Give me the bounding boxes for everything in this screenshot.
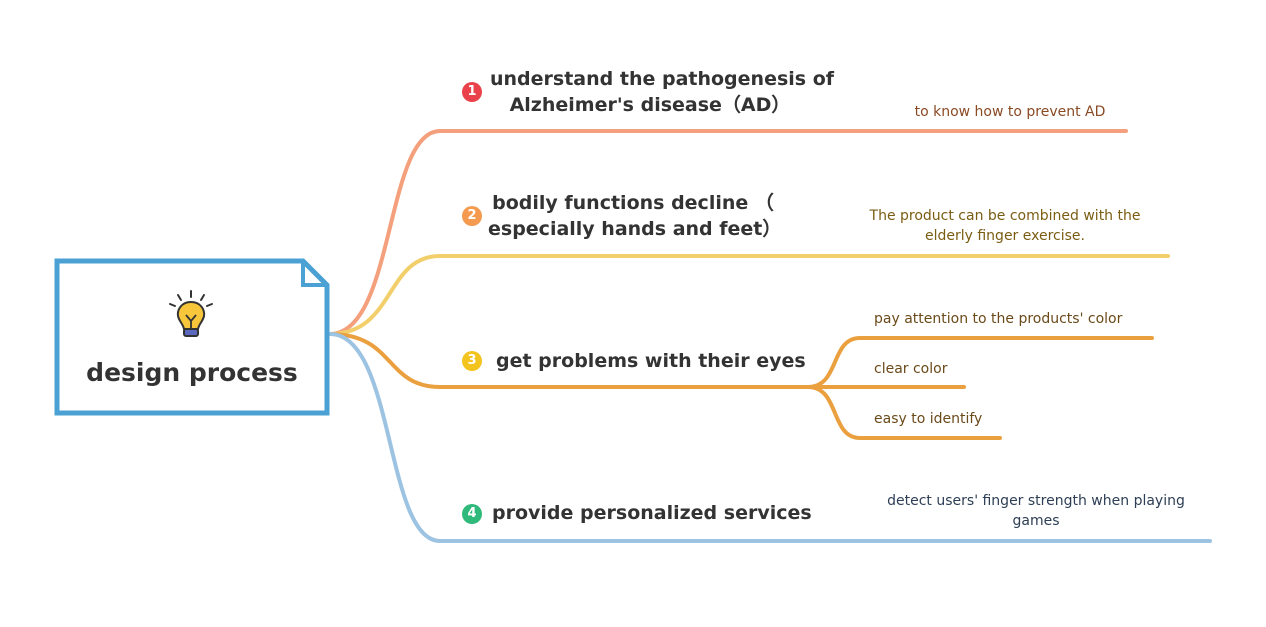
subtopic-line-1: detect users' finger strength when playi… (887, 493, 1185, 509)
branch-3-line (328, 332, 812, 389)
root-label: design process (86, 358, 298, 387)
branch-4-line (328, 332, 1212, 543)
topic-3-subtopic-3[interactable]: easy to identify (874, 409, 982, 429)
branch-2-line (328, 254, 1170, 336)
branch-3-sub-1-line (806, 336, 1154, 389)
topic-3-subtopic-2[interactable]: clear color (874, 359, 947, 379)
subtopic-line-2: elderly finger exercise. (924, 228, 1085, 244)
topic-1-subtopic-1[interactable]: to know how to prevent AD (890, 102, 1130, 122)
topic-3-subtopic-1[interactable]: pay attention to the products' color (874, 309, 1122, 329)
priority-1-icon: 1 (462, 82, 482, 102)
topic-3[interactable]: get problems with their eyes (496, 348, 806, 374)
branch-1-line (328, 129, 1128, 336)
priority-2-icon: 2 (462, 206, 482, 226)
priority-4-icon: 4 (462, 504, 482, 524)
topic-2-subtopic-1[interactable]: The product can be combined with the eld… (845, 206, 1165, 246)
topic-4-label: provide personalized services (492, 502, 812, 524)
topic-3-label: get problems with their eyes (496, 350, 806, 372)
topic-2-line-2: especially hands and feet） (488, 218, 782, 240)
subtopic-text: clear color (874, 361, 948, 377)
topic-4[interactable]: provide personalized services (492, 500, 812, 526)
topic-1[interactable]: understand the pathogenesis of Alzheimer… (490, 66, 835, 118)
topic-1-line-1: understand the pathogenesis of (490, 68, 835, 90)
subtopic-line-2: games (1012, 513, 1060, 529)
topic-1-line-2: Alzheimer's disease（AD） (509, 94, 791, 116)
topic-4-subtopic-1[interactable]: detect users' finger strength when playi… (866, 491, 1206, 531)
subtopic-text: to know how to prevent AD (914, 104, 1106, 120)
subtopic-text: easy to identify (874, 411, 983, 427)
priority-3-icon: 3 (462, 351, 482, 371)
branch-3-sub-3-line (806, 385, 1002, 440)
topic-2[interactable]: bodily functions decline （ especially ha… (488, 190, 782, 242)
lightbulb-icon (169, 290, 213, 337)
subtopic-line-1: The product can be combined with the (869, 208, 1141, 224)
subtopic-text: pay attention to the products' color (874, 311, 1123, 327)
topic-2-line-1: bodily functions decline （ (492, 192, 774, 214)
